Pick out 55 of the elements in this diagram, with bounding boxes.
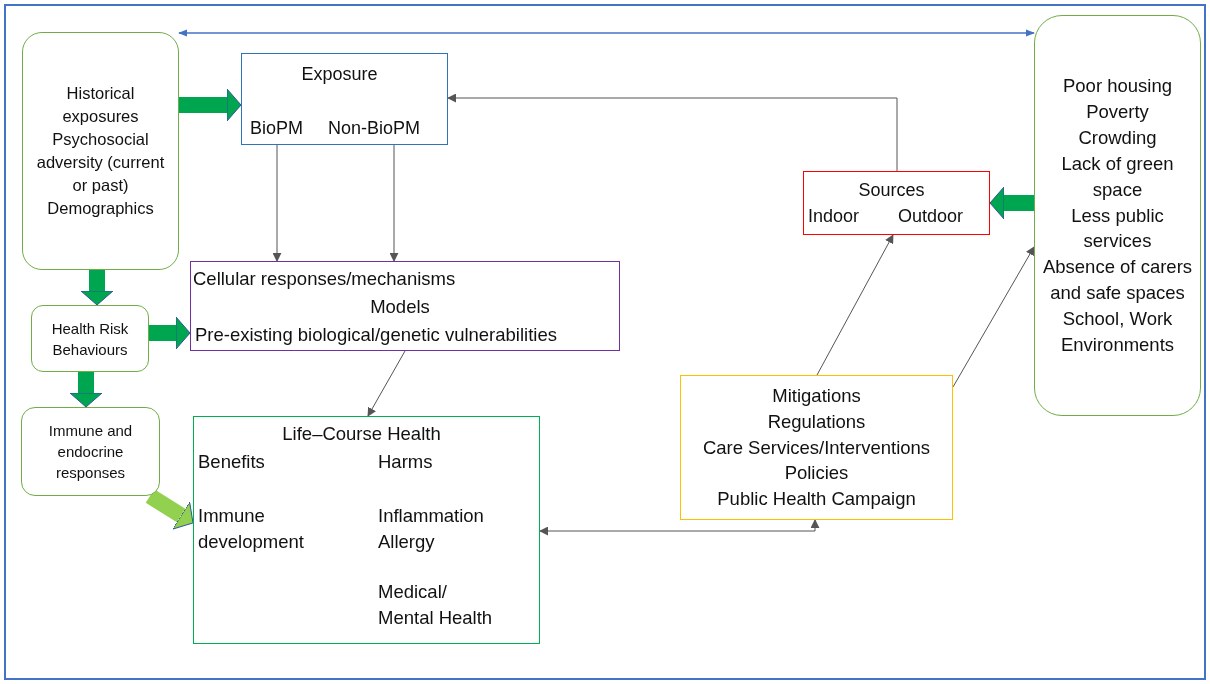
block-arrow: [69, 372, 103, 408]
block-arrow: [80, 270, 114, 306]
text-box: [241, 53, 448, 145]
node-text: Exposure: [300, 63, 379, 86]
text-box: [1034, 15, 1201, 416]
node-text: Poor housing: [1063, 74, 1172, 99]
text-box: [31, 305, 149, 372]
node-text: Historical exposures: [61, 82, 140, 127]
node-text: Cellular responses/mechanisms: [193, 267, 457, 291]
node-text: Non-BioPM: [328, 117, 422, 140]
arrow: [816, 234, 894, 376]
arrow: [272, 144, 282, 262]
node-text: Policies: [784, 461, 849, 486]
node-text: Immune development: [198, 504, 305, 554]
text-box: [803, 171, 990, 235]
node-text: Public Health Campaign: [717, 487, 916, 512]
node-text: Life–Course Health: [281, 422, 442, 446]
text-box: [22, 32, 179, 270]
node-text: Immune and endocrine responses: [47, 421, 134, 483]
node-text: Regulations: [767, 409, 866, 434]
text-box: [680, 375, 953, 520]
arrow: [178, 29, 1035, 37]
arrow: [447, 93, 898, 172]
node-text: Mitigations: [772, 383, 861, 408]
node-text: Care Services/Interventions: [702, 435, 931, 460]
arrow: [539, 519, 820, 536]
node-text: Psychosocial adversity (current or past): [35, 128, 166, 197]
node-text: BioPM: [250, 117, 304, 140]
node-text: Inflammation Allergy: [378, 504, 485, 554]
node-text: Models: [369, 295, 431, 319]
node-text: Pre-existing biological/genetic vulnerabilities: [195, 323, 558, 347]
block-arrow: [179, 88, 242, 122]
node-text: Lack of green space: [1060, 151, 1175, 202]
text-box: [193, 416, 540, 644]
text-box: [190, 261, 620, 351]
node-text: Demographics: [47, 198, 154, 220]
block-arrow: [145, 489, 194, 530]
arrow: [367, 350, 406, 417]
arrow: [389, 144, 399, 262]
node-text: Less public services: [1070, 203, 1165, 254]
block-arrow: [149, 316, 191, 350]
node-text: Medical/ Mental Health: [378, 580, 494, 630]
node-text: Sources: [857, 179, 926, 202]
node-text: School, Work Environments: [1059, 307, 1176, 357]
node-text: Crowding: [1078, 125, 1157, 150]
node-text: Indoor: [808, 205, 861, 228]
node-text: Poverty: [1086, 100, 1149, 124]
node-text: Absence of carers and safe spaces: [1041, 255, 1194, 306]
text-box: [21, 407, 160, 496]
node-text: Outdoor: [898, 205, 965, 228]
block-arrow: [989, 186, 1034, 220]
node-text: Harms: [378, 450, 434, 474]
arrow: [952, 246, 1035, 388]
node-text: Benefits: [198, 450, 266, 474]
node-text: Health Risk Behaviours: [50, 318, 130, 360]
